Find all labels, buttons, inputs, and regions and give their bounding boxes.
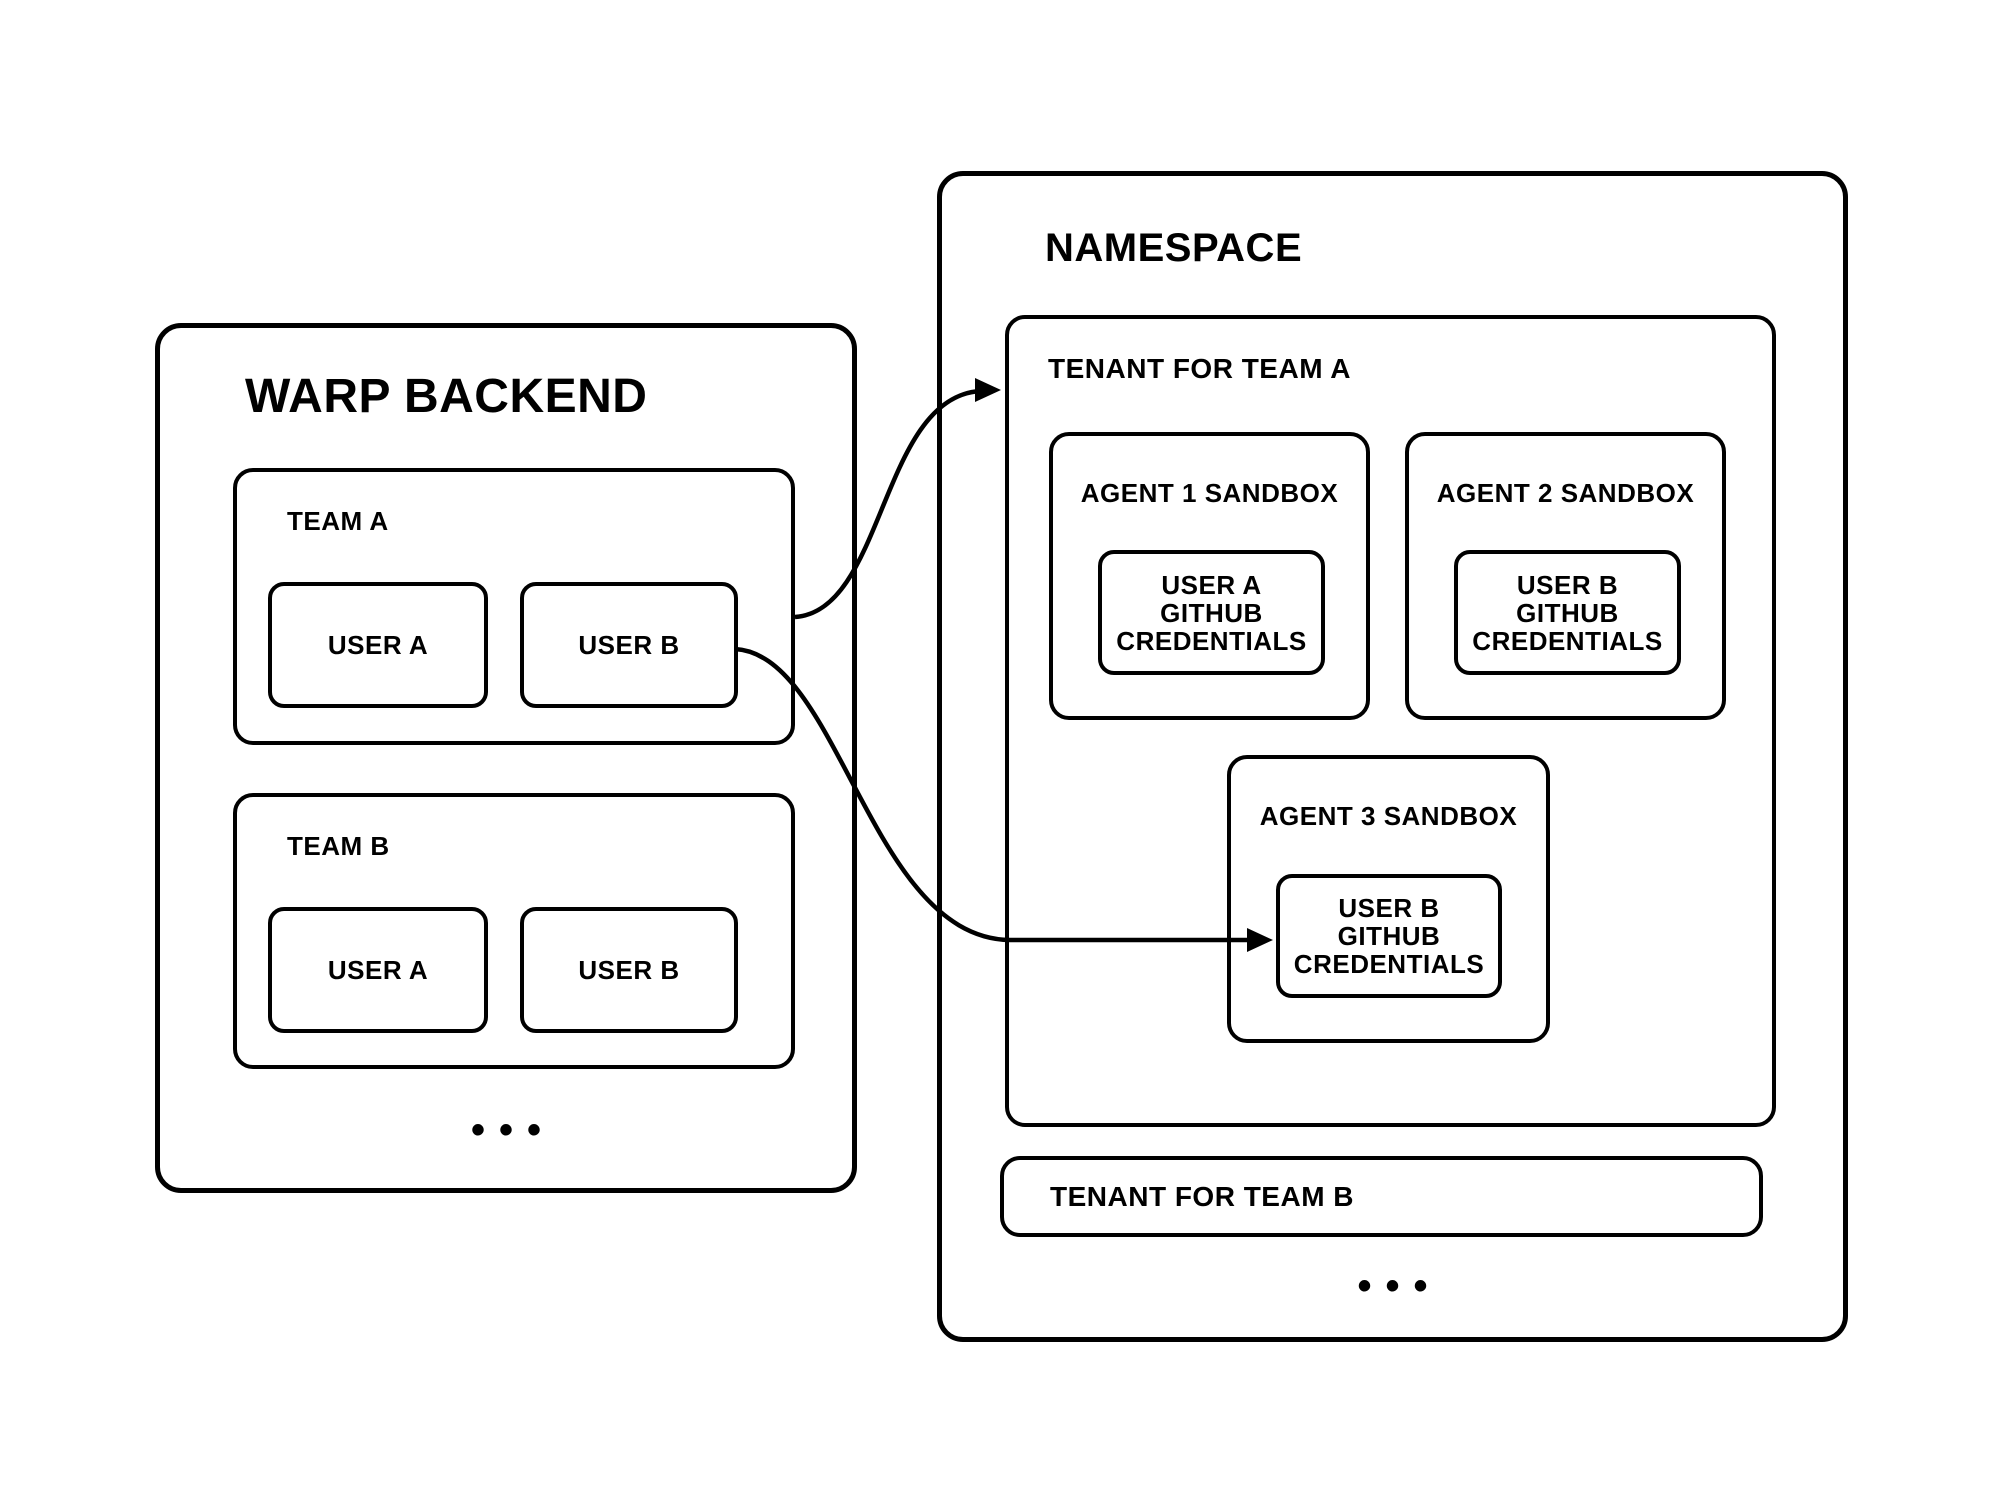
agent-2-credentials-box: USER B GITHUB CREDENTIALS bbox=[1454, 550, 1681, 675]
team-b-user-a-label: USER A bbox=[327, 954, 429, 985]
team-b-user-b-box: USER B bbox=[520, 907, 738, 1033]
tenant-team-b-label: TENANT FOR TEAM B bbox=[1050, 1180, 1355, 1212]
team-a-user-a-box: USER A bbox=[268, 582, 488, 708]
tenant-team-b-box: TENANT FOR TEAM B bbox=[1000, 1156, 1763, 1237]
agent-1-sandbox-label: AGENT 1 SANDBOX bbox=[1080, 478, 1339, 508]
agent-3-credentials-label: USER B GITHUB CREDENTIALS bbox=[1293, 893, 1485, 979]
agent-1-sandbox-box: AGENT 1 SANDBOX bbox=[1049, 432, 1370, 720]
agent-2-sandbox-label: AGENT 2 SANDBOX bbox=[1436, 478, 1695, 508]
team-a-user-b-label: USER B bbox=[578, 629, 680, 660]
team-b-user-a-box: USER A bbox=[268, 907, 488, 1033]
team-a-user-b-box: USER B bbox=[520, 582, 738, 708]
agent-3-credentials-box: USER B GITHUB CREDENTIALS bbox=[1276, 874, 1502, 998]
team-a-label: TEAM A bbox=[287, 506, 389, 536]
agent-3-sandbox-label: AGENT 3 SANDBOX bbox=[1259, 801, 1518, 831]
namespace-ellipsis-icon: ••• bbox=[1357, 1264, 1442, 1308]
agent-1-credentials-box: USER A GITHUB CREDENTIALS bbox=[1098, 550, 1325, 675]
team-b-label: TEAM B bbox=[287, 831, 390, 861]
agent-2-credentials-label: USER B GITHUB CREDENTIALS bbox=[1472, 569, 1663, 656]
team-a-box bbox=[233, 468, 795, 745]
agent-1-credentials-label: USER A GITHUB CREDENTIALS bbox=[1116, 569, 1307, 656]
agent-2-sandbox-box: AGENT 2 SANDBOX bbox=[1405, 432, 1726, 720]
warp-backend-ellipsis-icon: ••• bbox=[470, 1108, 555, 1152]
warp-backend-title: WARP BACKEND bbox=[245, 370, 648, 423]
tenant-team-a-label: TENANT FOR TEAM A bbox=[1048, 353, 1351, 384]
namespace-title: NAMESPACE bbox=[1045, 226, 1303, 270]
team-a-user-a-label: USER A bbox=[327, 629, 429, 660]
team-b-user-b-label: USER B bbox=[578, 954, 680, 985]
